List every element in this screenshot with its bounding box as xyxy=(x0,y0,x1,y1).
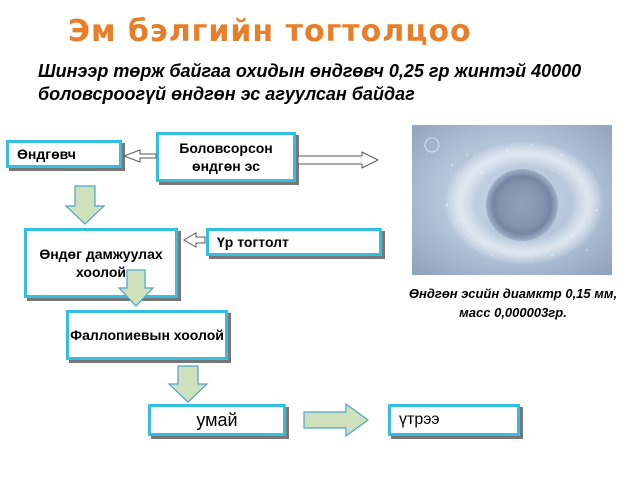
box-bolovsorson: Боловсорсон өндгөн эс xyxy=(156,132,296,182)
subtitle-text: Шинээр төрж байгаа охидын өндгөвч 0,25 г… xyxy=(38,61,582,104)
box-bolovsorson-label: Боловсорсон өндгөн эс xyxy=(179,140,273,174)
box-ondgovch-label: Өндгөвч xyxy=(17,146,76,162)
arrow-right-utree-icon xyxy=(303,402,370,438)
page-title: Эм бэлгийн тогтолцоо xyxy=(68,14,472,49)
arrow-right-photo-icon xyxy=(297,151,380,169)
box-ondgovch: Өндгөвч xyxy=(6,140,122,168)
arrow-down-3-icon xyxy=(167,365,209,403)
box-ur-togtolt-label: Үр тогтолт xyxy=(217,234,289,250)
egg-cell-caption: Өндгөн эсийн диамктр 0,15 мм, масс 0,000… xyxy=(408,286,618,320)
arrow-left-ur-icon xyxy=(183,232,206,248)
box-umai-label: умай xyxy=(196,410,238,430)
box-utree: үтрээ xyxy=(388,404,520,436)
box-ondog-damjuulah: Өндөг дамжуулах хоолой xyxy=(24,228,178,298)
box-ondog-damjuulah-label: Өндөг дамжуулах хоолой xyxy=(39,246,163,280)
egg-cell-photo xyxy=(412,125,612,275)
box-utree-label: үтрээ xyxy=(399,411,440,428)
box-fallopi: Фаллопиевын хоолой xyxy=(66,310,228,360)
egg-cell-micrograph-icon xyxy=(412,125,612,275)
arrow-down-2-icon xyxy=(117,269,155,307)
arrow-down-1-icon xyxy=(64,185,106,225)
box-fallopi-label: Фаллопиевын хоолой xyxy=(70,327,224,343)
arrow-left-ondgovch-icon xyxy=(122,149,157,163)
box-ur-togtolt: Үр тогтолт xyxy=(206,228,382,256)
box-umai: умай xyxy=(148,404,286,436)
